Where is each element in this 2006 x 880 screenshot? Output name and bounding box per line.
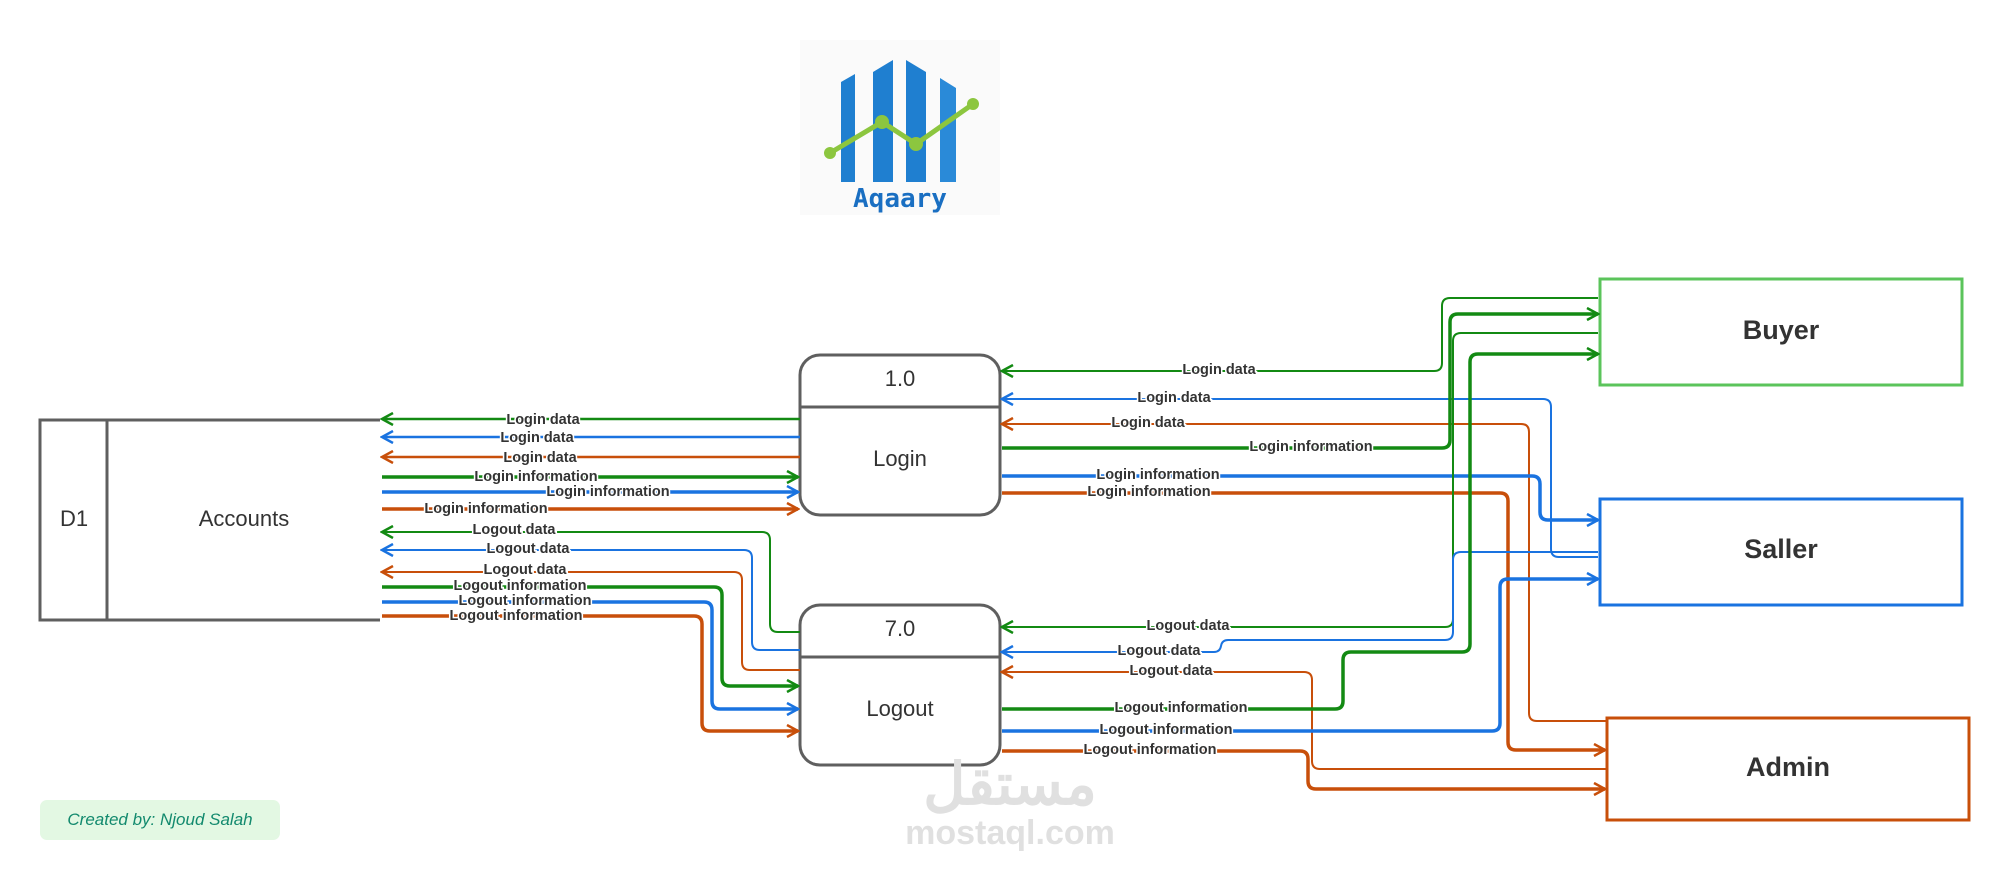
aqaary-logo: Aqaary [800, 40, 1000, 215]
flow-label: Login information [424, 501, 547, 517]
logo-bar [906, 60, 926, 182]
flow-arrow[interactable] [1002, 399, 1598, 558]
credit-badge: Created by: Njoud Salah [40, 800, 280, 840]
flow-label: Logout data [1130, 663, 1214, 679]
flow-arrow[interactable] [1002, 332, 1598, 627]
flow-arrow[interactable] [382, 572, 800, 671]
flow-arrow[interactable] [382, 614, 798, 731]
flow-arrow[interactable] [1002, 354, 1598, 711]
flow-arrow[interactable] [382, 585, 798, 686]
flow-label: Logout information [1084, 742, 1217, 758]
process-number: 1.0 [885, 366, 916, 391]
flow-label: Login data [1182, 362, 1256, 378]
flow-arrow[interactable] [1002, 749, 1605, 789]
process-name: Login [873, 446, 927, 471]
flow-label: Logout information [1115, 700, 1248, 716]
flow-label: Logout data [1118, 643, 1202, 659]
process-login[interactable]: 1.0 Login [798, 353, 1002, 517]
entity-admin[interactable]: Admin [1605, 716, 1971, 822]
data-store-id: D1 [60, 506, 88, 531]
entity-name: Buyer [1743, 315, 1820, 345]
flow-label: Login data [1137, 390, 1211, 406]
flow-arrow[interactable] [382, 600, 798, 709]
flow-arrow[interactable] [1002, 314, 1598, 450]
flow-label: Logout data [1147, 618, 1231, 634]
entity-buyer[interactable]: Buyer [1598, 277, 1964, 387]
flow-label: Logout data [484, 562, 568, 578]
watermark-latin: mostaql.com [905, 814, 1115, 852]
logo-bar [841, 74, 855, 182]
flow-arrow[interactable] [1002, 579, 1598, 733]
process-number: 7.0 [885, 616, 916, 641]
flow-arrow[interactable] [1002, 297, 1598, 371]
flow-label: Login information [474, 469, 597, 485]
flow-arrow[interactable] [382, 550, 800, 651]
flow-arrow[interactable] [1002, 491, 1605, 750]
flow-label: Logout information [1100, 722, 1233, 738]
data-store-name: Accounts [199, 506, 290, 531]
flow-label: Login information [1249, 439, 1372, 455]
flow-label: Login data [500, 430, 574, 446]
flow-label: Logout information [459, 593, 592, 609]
flow-label: Login data [506, 412, 580, 428]
data-store-accounts[interactable]: D1 Accounts [38, 418, 380, 622]
flow-label: Login data [503, 450, 577, 466]
entity-name: Saller [1744, 534, 1818, 564]
logo-bar [940, 78, 956, 182]
flow-label: Login information [1087, 484, 1210, 500]
flow-arrow[interactable] [1002, 474, 1598, 520]
flow-label: Logout information [454, 578, 587, 594]
flow-arrow[interactable] [1002, 551, 1598, 652]
logo-trend-line [828, 101, 975, 156]
process-logout[interactable]: 7.0 Logout [798, 603, 1002, 767]
flow-lines [382, 297, 1607, 789]
flow-label: Logout data [473, 522, 557, 538]
flow-label: Login information [1096, 467, 1219, 483]
process-name: Logout [866, 696, 933, 721]
flow-arrow[interactable] [382, 532, 800, 633]
entity-seller[interactable]: Saller [1598, 497, 1964, 607]
flow-label: Logout data [487, 541, 571, 557]
entity-name: Admin [1746, 752, 1830, 782]
watermark: مستقل mostaql.com [880, 752, 1140, 852]
watermark-arabic: مستقل [923, 752, 1097, 817]
flow-arrow[interactable] [1002, 672, 1607, 770]
flow-arrow[interactable] [1002, 424, 1607, 722]
logo-text: Aqaary [853, 184, 947, 214]
flow-label: Logout information [450, 608, 583, 624]
flow-label: Login data [1111, 415, 1185, 431]
flow-label: Login information [546, 484, 669, 500]
